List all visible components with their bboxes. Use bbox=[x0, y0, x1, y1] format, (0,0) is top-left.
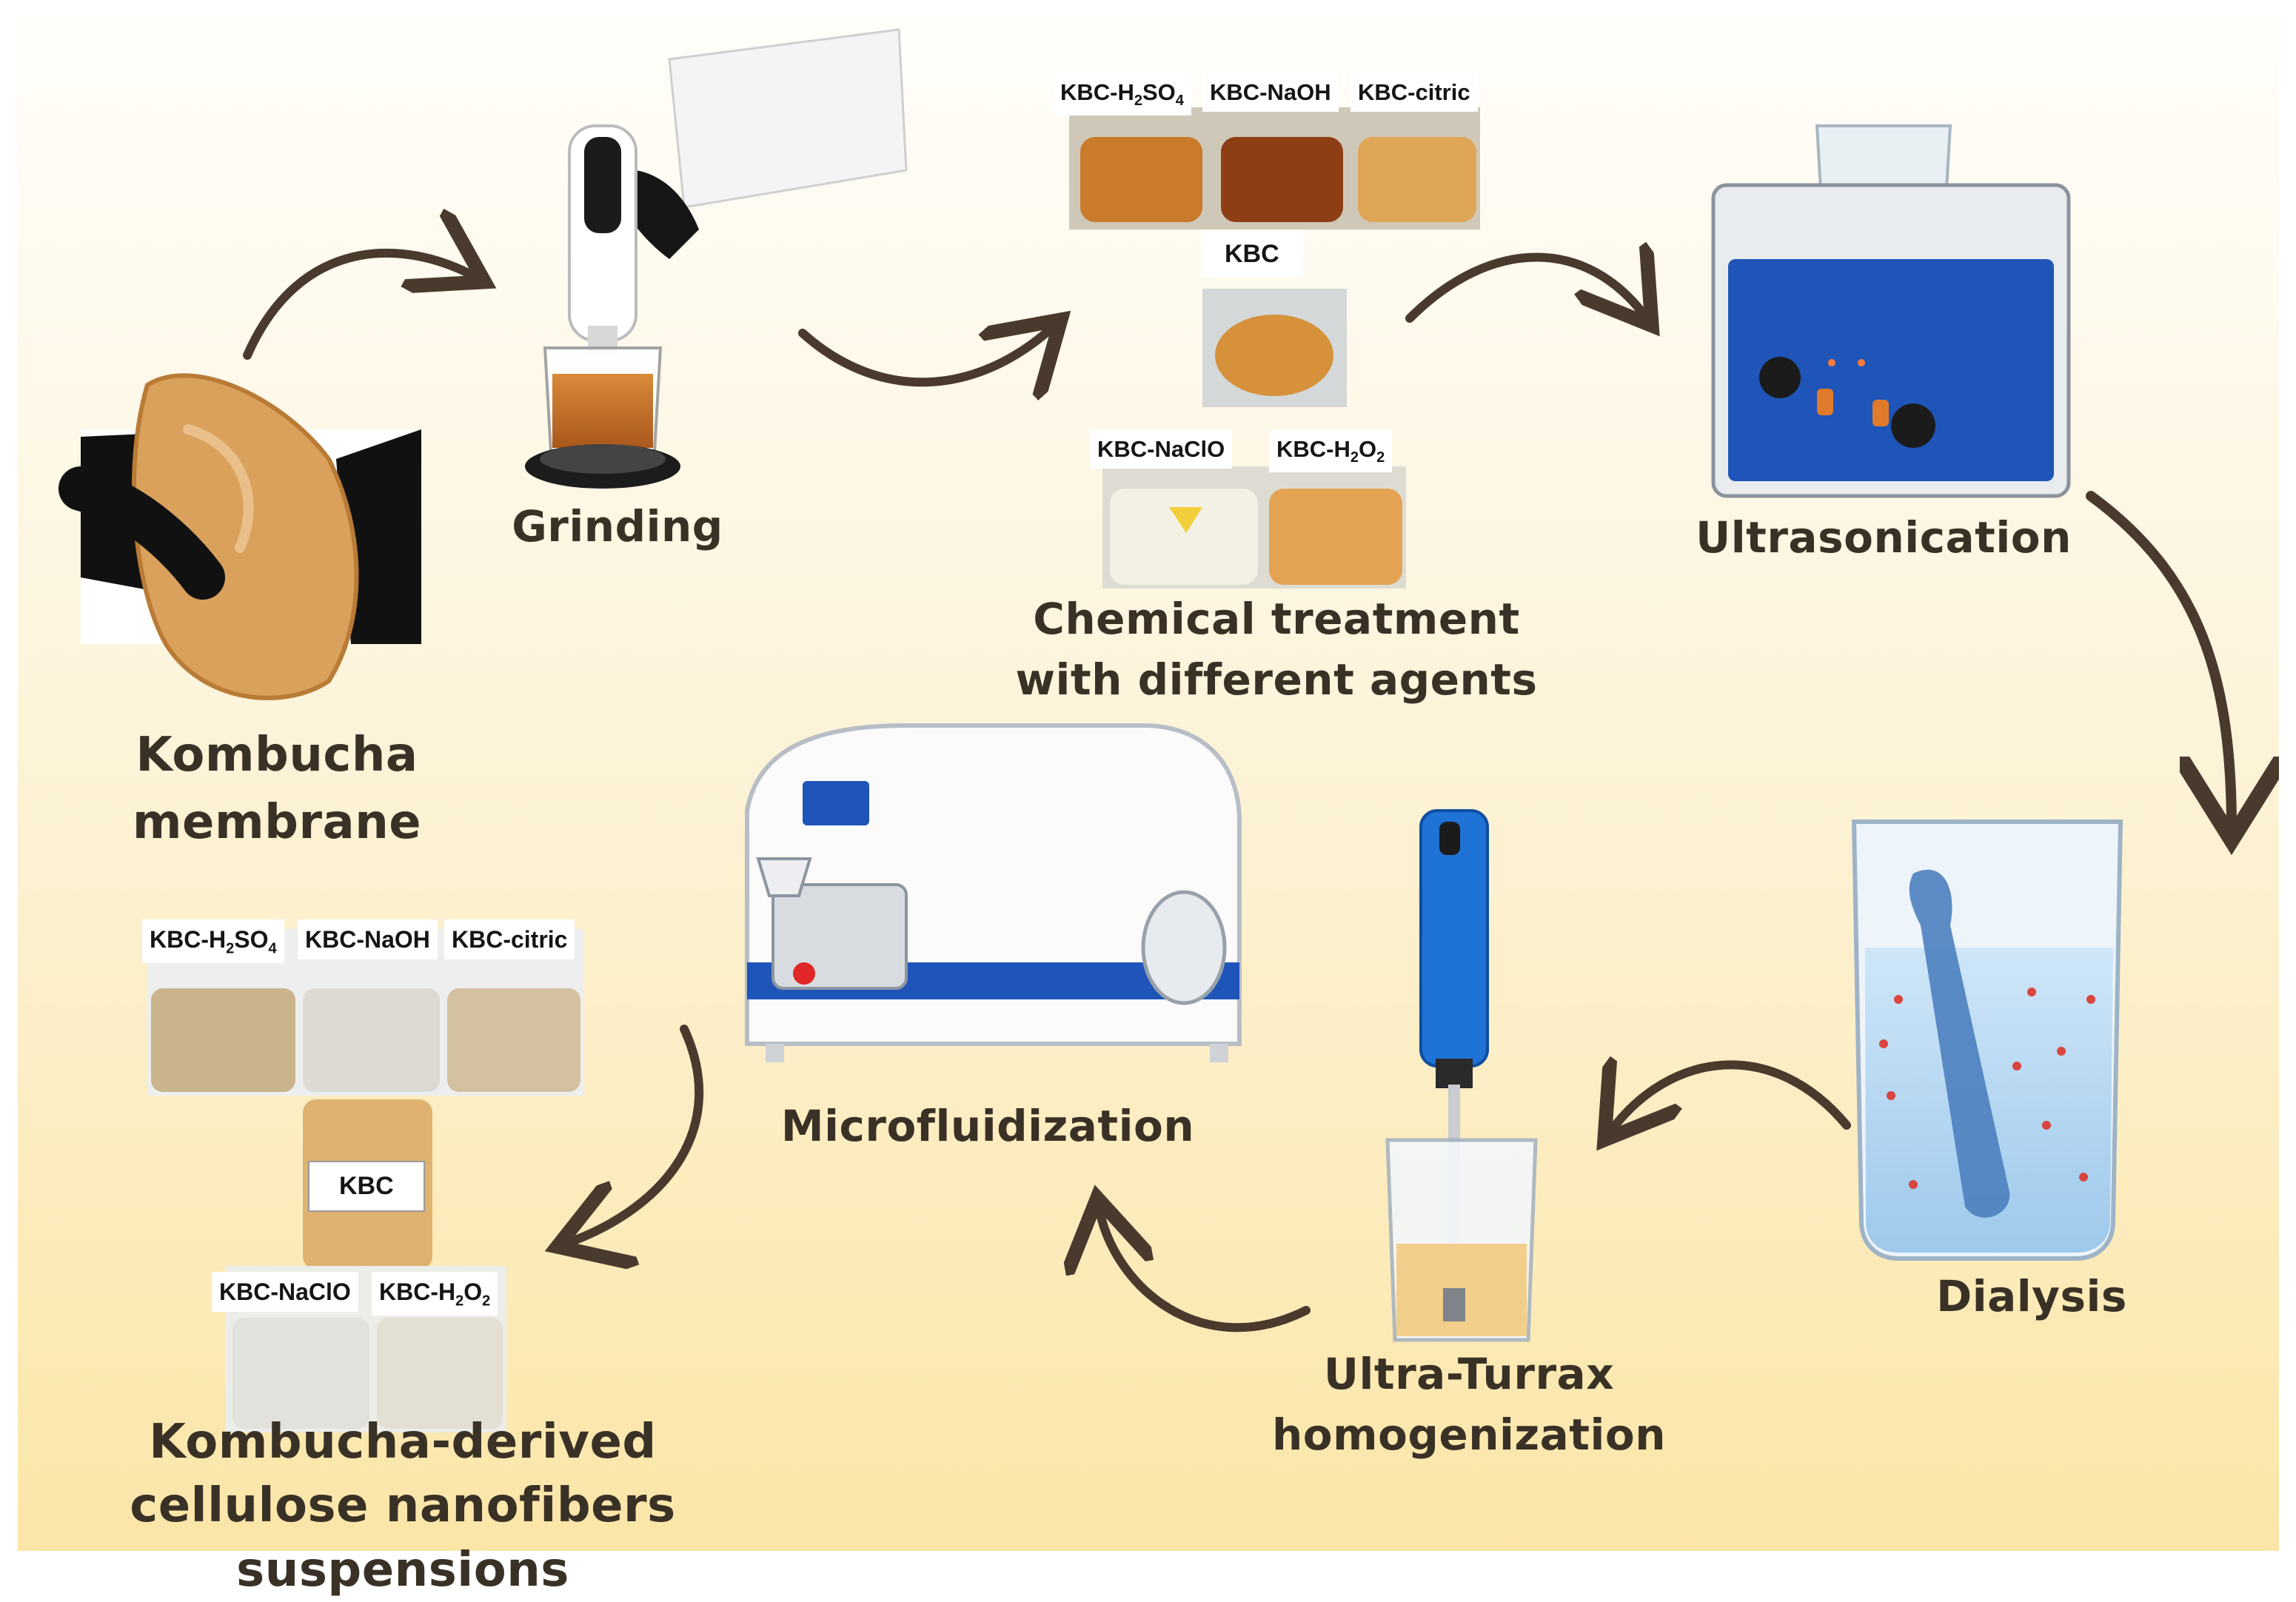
suspension-label-citric: KBC-citric bbox=[444, 919, 575, 960]
step-title-dialysis: Dialysis bbox=[1936, 1271, 2127, 1321]
vial-label-h2so4: KBC-H2SO4 bbox=[1053, 73, 1191, 116]
vial-label-h2o2: KBC-H2O2 bbox=[1269, 429, 1393, 473]
arrow-microfluidization-to-suspensions bbox=[566, 1025, 704, 1244]
microfluidizer-illustration bbox=[745, 723, 1242, 1062]
vial-label-naoh: KBC-NaOH bbox=[1202, 73, 1339, 113]
arrow-grinding-to-chemical bbox=[798, 326, 1054, 382]
step-title-grinding: Grinding bbox=[512, 501, 723, 552]
step-title-kombucha-membrane: Kombucha membrane bbox=[132, 728, 422, 850]
suspension-label-h2o2: KBC-H2O2 bbox=[372, 1272, 498, 1316]
suspension-label-kbc: KBC bbox=[308, 1161, 425, 1212]
vial-label-kbc: KBC bbox=[1201, 232, 1303, 277]
ultraturrax-illustration bbox=[1385, 809, 1538, 1342]
arrow-membrane-to-grinding bbox=[243, 253, 477, 360]
chemical-treatment-photos bbox=[1069, 107, 1480, 589]
step-title-ultraturrax: Ultra-Turrax homogenization bbox=[1271, 1349, 1667, 1461]
kombucha-membrane-illustration bbox=[58, 373, 421, 700]
step-title-microfluidization: Microfluidization bbox=[780, 1101, 1195, 1151]
diagram-canvas: KBC-H2SO4 KBC-NaOH KBC-citric KBC KBC-Na… bbox=[18, 15, 2279, 1598]
arrow-ultraturrax-to-microfluidization bbox=[1099, 1207, 1311, 1333]
dialysis-beaker-illustration bbox=[1851, 820, 2123, 1261]
step-title-ultrasonication: Ultrasonication bbox=[1696, 512, 2072, 563]
arrow-ultrasonication-to-dialysis bbox=[2086, 491, 2232, 829]
vial-label-citric: KBC-citric bbox=[1351, 73, 1478, 113]
suspension-label-naclo: KBC-NaClO bbox=[212, 1272, 358, 1313]
suspension-label-h2so4: KBC-H2SO4 bbox=[142, 919, 284, 964]
step-title-suspensions: Kombucha-derived cellulose nanofibers su… bbox=[130, 1415, 676, 1598]
ultrasonic-bath-illustration bbox=[1711, 124, 2071, 498]
step-title-chemical-treatment: Chemical treatment with different agents bbox=[1015, 594, 1538, 706]
arrow-dialysis-to-ultraturrax bbox=[1610, 1065, 1851, 1133]
grinding-illustration bbox=[525, 28, 908, 489]
vial-label-naclo: KBC-NaClO bbox=[1090, 429, 1233, 469]
arrow-chemical-to-ultrasonication bbox=[1405, 258, 1647, 319]
suspension-label-naoh: KBC-NaOH bbox=[298, 919, 438, 960]
